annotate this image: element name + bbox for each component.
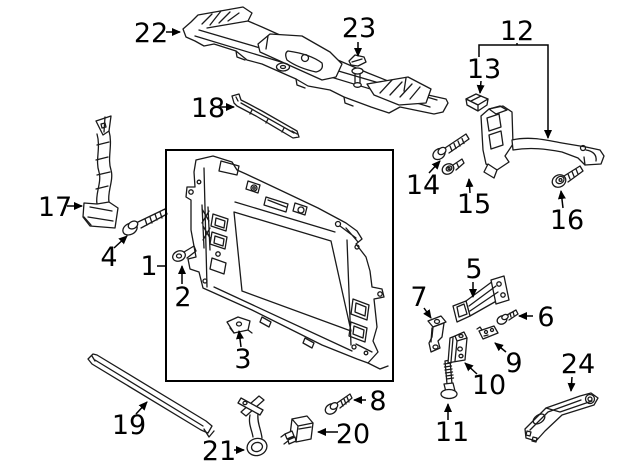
callout-14-label: 14 [406, 170, 440, 201]
callout-4-label: 4 [100, 242, 117, 273]
callout-20: 20 [317, 419, 370, 450]
callout-2: 2 [174, 265, 192, 313]
part-5-brace-drawing [452, 275, 510, 323]
part-11-stud-bolt-drawing [440, 359, 458, 400]
callout-22: 22 [134, 18, 181, 49]
callout-12-leader [478, 44, 552, 139]
part-19-lower-seal-drawing [87, 353, 215, 438]
callout-24: 24 [561, 349, 595, 392]
callout-4: 4 [100, 235, 128, 273]
callout-7: 7 [410, 282, 432, 319]
part-14-bolt-drawing [432, 133, 470, 161]
callout-22-label: 22 [134, 18, 168, 49]
callout-16-leader [557, 190, 566, 209]
callout-10: 10 [464, 362, 506, 401]
callout-19: 19 [112, 401, 148, 441]
callout-19-label: 19 [112, 410, 146, 441]
callout-9-leader [494, 342, 507, 353]
callout-15-label: 15 [457, 189, 491, 220]
part-1-radiator-support-drawing [185, 155, 389, 370]
part-12-bracket-arm-drawing [480, 105, 605, 179]
callout-5-label: 5 [465, 254, 482, 285]
part-3-clip-drawing [226, 316, 253, 334]
part-4-bolt-drawing [122, 208, 168, 236]
callout-8-label: 8 [369, 386, 386, 417]
callout-13: 13 [467, 54, 501, 94]
callout-14: 14 [406, 160, 441, 201]
part-7-bracket-drawing [427, 315, 447, 353]
callout-23-label: 23 [342, 13, 376, 44]
part-13-clip-pad-drawing [465, 93, 489, 112]
part-15-screw-drawing [441, 158, 465, 175]
callout-16: 16 [550, 190, 584, 236]
callouts-layer: 1 2 3 4 5 6 7 8 [38, 13, 595, 467]
part-6-bolt-drawing [496, 309, 519, 325]
callout-18-label: 18 [191, 93, 225, 124]
callout-9: 9 [494, 342, 523, 379]
callout-10-leader [464, 362, 478, 375]
callout-15-leader [465, 178, 474, 194]
callout-6: 6 [518, 302, 555, 333]
callout-17-label: 17 [38, 192, 72, 223]
callout-14-leader [428, 160, 441, 174]
part-16-screw-drawing [551, 165, 584, 188]
callout-11: 11 [435, 403, 469, 448]
part-22-sight-shield-drawing [182, 6, 449, 115]
callout-24-label: 24 [561, 349, 595, 380]
callout-13-label: 13 [467, 54, 501, 85]
callout-7-leader [423, 307, 432, 319]
callout-13-leader [476, 80, 485, 94]
callout-8: 8 [353, 386, 387, 417]
callout-1-label: 1 [140, 251, 157, 282]
callout-18: 18 [191, 93, 235, 124]
callout-17: 17 [38, 192, 83, 223]
callout-3: 3 [234, 330, 252, 375]
part-17-side-bracket-drawing [82, 115, 119, 229]
callout-21: 21 [202, 436, 245, 467]
callout-3-label: 3 [234, 344, 251, 375]
callout-6-label: 6 [537, 302, 554, 333]
callout-1: 1 [140, 251, 166, 282]
callout-21-label: 21 [202, 436, 236, 467]
part-9-plate-drawing [476, 325, 499, 340]
part-10-bracket-drawing [447, 331, 468, 364]
callout-16-label: 16 [550, 205, 584, 236]
callout-3-leader [236, 330, 244, 348]
part-2-bolt-drawing [172, 245, 197, 262]
callout-12: 12 [478, 16, 552, 139]
part-18-seal-strip-drawing [231, 93, 300, 139]
callout-12-label: 12 [500, 16, 534, 47]
callout-7-label: 7 [410, 282, 427, 313]
part-24-mount-bracket-drawing [524, 392, 599, 443]
part-20-sensor-drawing [280, 415, 314, 445]
callout-5: 5 [465, 254, 483, 298]
callout-19-leader [135, 401, 148, 415]
callout-15: 15 [457, 178, 491, 220]
callout-23: 23 [342, 13, 376, 57]
callout-20-label: 20 [336, 419, 370, 450]
callout-4-leader [113, 235, 128, 249]
callout-24-leader [567, 376, 576, 392]
part-21-hook-bracket-drawing [237, 395, 268, 457]
part-8-bolt-drawing [324, 393, 353, 415]
callout-2-label: 2 [174, 282, 191, 313]
callout-10-label: 10 [472, 370, 506, 401]
callout-9-label: 9 [505, 348, 522, 379]
callout-11-label: 11 [435, 417, 469, 448]
